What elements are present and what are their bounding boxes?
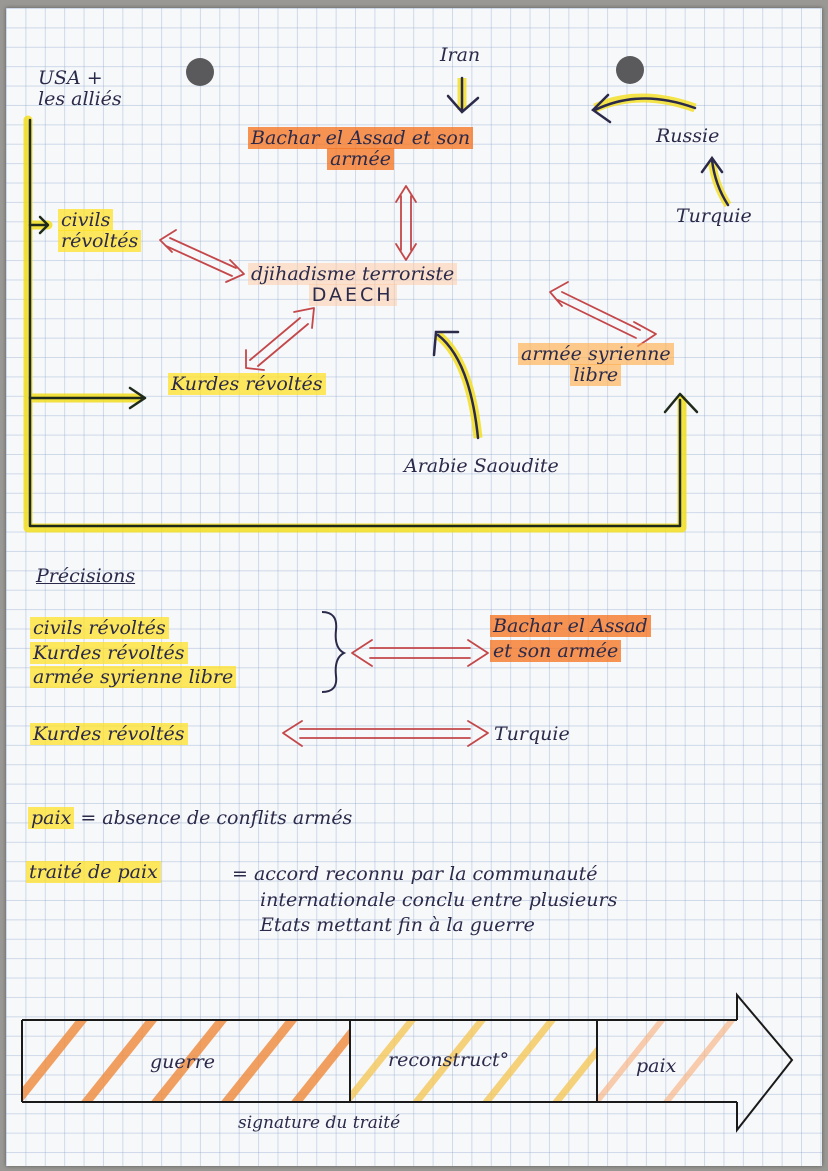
group-item-kurdes: Kurdes révoltés: [30, 641, 188, 664]
assad-line-2: armée: [327, 147, 394, 170]
precisions-heading: Précisions: [36, 565, 136, 587]
usa-support-lines: [28, 118, 699, 528]
term-paix: paix: [28, 807, 75, 829]
timeline-phase-reconstruction: reconstruct°: [388, 1049, 510, 1071]
node-iran: Iran: [440, 44, 481, 66]
node-usa: USA + les alliés: [38, 68, 122, 110]
asl-line-1: armée syrienne: [518, 343, 674, 365]
timeline-phase-guerre: guerre: [150, 1051, 216, 1073]
conflict-arrows: [159, 185, 657, 747]
traite-line-2: internationale conclu entre plusieurs: [260, 888, 618, 911]
traite-line-1: = accord reconnu par la communauté: [232, 863, 598, 885]
node-kurdes: Kurdes révoltés: [168, 373, 326, 395]
civils-line-1: civils: [58, 209, 114, 231]
arabie-arrow: [432, 330, 483, 440]
node-assad: Bachar el Assad et son armée: [248, 127, 474, 170]
precisions-turquie: Turquie: [494, 723, 570, 745]
group-item-civils: civils révoltés: [30, 617, 169, 639]
usa-line-2: les alliés: [38, 87, 122, 110]
punch-hole-right: [616, 56, 644, 84]
turquie-arrow: [700, 155, 732, 208]
notebook-page: [6, 8, 822, 1166]
daech-label: DAECH: [308, 283, 397, 306]
node-civils: civils révoltés: [58, 209, 142, 252]
russie-arrow: [591, 93, 697, 124]
node-turquie: Turquie: [676, 205, 752, 227]
precisions-opponent: Bachar el Assad et son armée: [490, 614, 651, 663]
definition-paix-text: = absence de conflits armés: [80, 807, 353, 829]
iran-arrow: [446, 76, 480, 114]
traite-line-3: Etats mettant fin à la guerre: [260, 914, 535, 937]
group-item-asl: armée syrienne libre: [30, 666, 237, 689]
precisions-kurdes: Kurdes révoltés: [30, 723, 188, 745]
timeline-phase-paix: paix: [636, 1055, 677, 1077]
assad-line-1: Bachar el Assad et son: [248, 127, 474, 149]
usa-line-1: USA +: [38, 67, 103, 89]
kurdes-precision-label: Kurdes révoltés: [30, 723, 188, 745]
asl-line-2: libre: [570, 363, 622, 386]
node-djihadisme: djihadisme terroriste DAECH: [248, 263, 458, 306]
precisions-group: civils révoltés Kurdes révoltés armée sy…: [30, 616, 237, 690]
node-russie: Russie: [656, 125, 720, 147]
kurdes-label: Kurdes révoltés: [168, 373, 326, 395]
timeline-caption: signature du traité: [238, 1113, 401, 1133]
node-asl: armée syrienne libre: [518, 343, 674, 386]
opponent-line-2: et son armée: [490, 639, 622, 662]
definition-traite-term: traité de paix: [26, 861, 161, 883]
definition-paix: paix = absence de conflits armés: [28, 807, 353, 829]
brace: [321, 611, 347, 693]
node-arabie: Arabie Saoudite: [404, 455, 559, 477]
term-traite: traité de paix: [26, 861, 161, 883]
opponent-line-1: Bachar el Assad: [490, 615, 651, 637]
djihadisme-line-1: djihadisme terroriste: [248, 263, 458, 285]
punch-hole-left: [186, 58, 214, 86]
timeline-graphic: [21, 992, 794, 1133]
civils-line-2: révoltés: [58, 229, 142, 252]
definition-traite: = accord reconnu par la communauté inter…: [232, 862, 617, 939]
usa-support-frame: [23, 115, 687, 533]
